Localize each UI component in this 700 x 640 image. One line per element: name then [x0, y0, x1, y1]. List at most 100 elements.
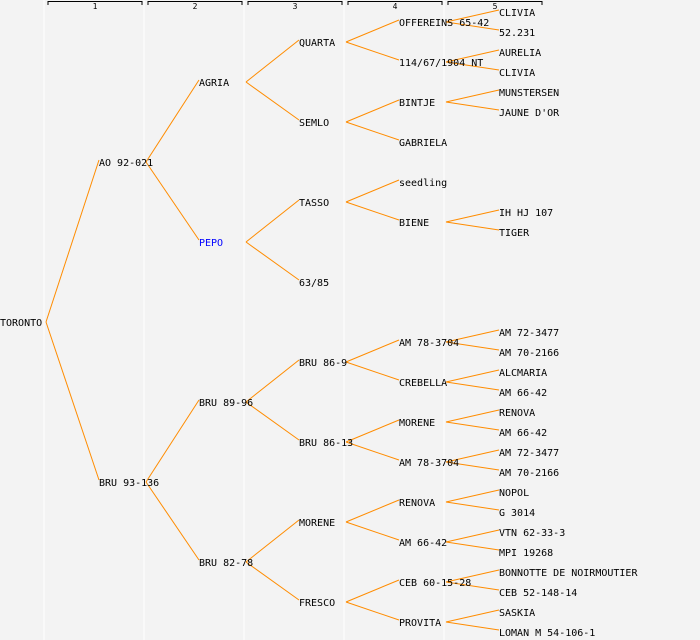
tree-edges	[45, 9, 500, 631]
tree-node-renova[interactable]: RENOVA	[499, 408, 535, 419]
tree-node-bru-86-9[interactable]: BRU 86-9	[299, 358, 347, 369]
tree-edge	[245, 561, 300, 601]
tree-edge	[445, 101, 500, 111]
tree-edge	[445, 409, 500, 423]
tree-node-am-70-2166[interactable]: AM 70-2166	[499, 468, 559, 479]
tree-node-semlo[interactable]: SEMLO	[299, 118, 329, 129]
tree-edge	[445, 381, 500, 391]
tree-edge	[445, 529, 500, 543]
tree-edge	[445, 569, 500, 583]
tree-node-renova[interactable]: RENOVA	[399, 498, 435, 509]
tree-node-quarta[interactable]: QUARTA	[299, 38, 335, 49]
tree-edge	[345, 99, 400, 123]
tree-edge	[445, 621, 500, 631]
tree-node-am-72-3477[interactable]: AM 72-3477	[499, 448, 559, 459]
column-bracket	[347, 1, 443, 5]
tree-edge	[445, 89, 500, 103]
tree-edge	[45, 321, 100, 481]
tree-node-morene[interactable]: MORENE	[299, 518, 335, 529]
tree-node-g-3014[interactable]: G 3014	[499, 508, 535, 519]
tree-node-clivia[interactable]: CLIVIA	[499, 68, 535, 79]
tree-node-toronto[interactable]: TORONTO	[0, 318, 42, 329]
tree-node-nopol[interactable]: NOPOL	[499, 488, 529, 499]
tree-edge	[445, 541, 500, 551]
tree-node-pepo[interactable]: PEPO	[199, 238, 223, 249]
tree-node-am-70-2166[interactable]: AM 70-2166	[499, 348, 559, 359]
tree-edge	[245, 81, 300, 121]
tree-node-agria[interactable]: AGRIA	[199, 78, 229, 89]
tree-node-ao-92-021[interactable]: AO 92-021	[99, 158, 153, 169]
tree-node-am-66-42[interactable]: AM 66-42	[499, 428, 547, 439]
tree-edge	[345, 521, 400, 541]
tree-node-tiger[interactable]: TIGER	[499, 228, 530, 239]
tree-edge	[345, 441, 400, 461]
tree-edge	[445, 489, 500, 503]
tree-node-alcmaria[interactable]: ALCMARIA	[499, 368, 547, 379]
tree-node-bonnotte-de-noirmoutier[interactable]: BONNOTTE DE NOIRMOUTIER	[499, 568, 638, 579]
tree-edge	[245, 519, 300, 563]
column-bracket	[147, 1, 243, 5]
tree-edge	[345, 579, 400, 603]
tree-edge	[445, 341, 500, 351]
tree-edge	[45, 159, 100, 323]
tree-node-am-78-3704[interactable]: AM 78-3704	[399, 458, 459, 469]
tree-node-provita[interactable]: PROVITA	[399, 618, 441, 629]
tree-node-fresco[interactable]: FRESCO	[299, 598, 335, 609]
tree-node-seedling[interactable]: seedling	[399, 178, 447, 189]
tree-node-offereins-65-42[interactable]: OFFEREINS 65-42	[399, 18, 489, 29]
tree-node-bru-86-13[interactable]: BRU 86-13	[299, 438, 353, 449]
tree-edge	[145, 481, 200, 561]
tree-edge	[445, 49, 500, 63]
tree-node-aurelia[interactable]: AURELIA	[499, 48, 541, 59]
tree-node-gabriela[interactable]: GABRIELA	[399, 138, 447, 149]
tree-node-am-66-42[interactable]: AM 66-42	[399, 538, 447, 549]
tree-edge	[445, 21, 500, 31]
tree-node-am-78-3704[interactable]: AM 78-3704	[399, 338, 459, 349]
tree-edge	[345, 179, 400, 203]
tree-node-loman-m-54-106-1[interactable]: LOMAN M 54-106-1	[499, 628, 595, 639]
tree-edge	[345, 41, 400, 61]
tree-node-mpi-19268[interactable]: MPI 19268	[499, 548, 553, 559]
tree-edge	[445, 9, 500, 23]
tree-node-tasso[interactable]: TASSO	[299, 198, 329, 209]
tree-node-vtn-62-33-3[interactable]: VTN 62-33-3	[499, 528, 565, 539]
tree-node-clivia[interactable]: CLIVIA	[499, 8, 535, 19]
column-dividers	[43, 0, 445, 640]
tree-node-bru-89-96[interactable]: BRU 89-96	[199, 398, 253, 409]
tree-node-ceb-52-148-14[interactable]: CEB 52-148-14	[499, 588, 577, 599]
tree-edge	[345, 19, 400, 43]
tree-node-saskia[interactable]: SASKIA	[499, 608, 535, 619]
tree-edge	[145, 79, 200, 163]
column-header-1: 1	[93, 2, 98, 11]
tree-node-52-231[interactable]: 52.231	[499, 28, 535, 39]
tree-node-jaune-d-or[interactable]: JAUNE D'OR	[499, 108, 560, 119]
tree-node-munstersen[interactable]: MUNSTERSEN	[499, 88, 559, 99]
tree-node-bintje[interactable]: BINTJE	[399, 98, 435, 109]
tree-edge	[445, 369, 500, 383]
tree-node-bru-93-136[interactable]: BRU 93-136	[99, 478, 159, 489]
tree-edge	[345, 601, 400, 621]
column-header-4: 4	[393, 2, 398, 11]
tree-edge	[445, 581, 500, 591]
tree-node-biene[interactable]: BIENE	[399, 218, 429, 229]
column-header-2: 2	[193, 2, 198, 11]
tree-edge	[445, 609, 500, 623]
tree-node-morene[interactable]: MORENE	[399, 418, 435, 429]
tree-node-ih-hj-107[interactable]: IH HJ 107	[499, 208, 553, 219]
tree-node-ceb-60-15-28[interactable]: CEB 60-15-28	[399, 578, 471, 589]
tree-node-63-85[interactable]: 63/85	[299, 278, 329, 289]
tree-node-crebella[interactable]: CREBELLA	[399, 378, 447, 389]
tree-edge	[245, 241, 300, 281]
tree-edge	[345, 419, 400, 443]
tree-edge	[445, 61, 500, 71]
tree-edge	[345, 361, 400, 381]
tree-node-am-66-42[interactable]: AM 66-42	[499, 388, 547, 399]
tree-edge	[445, 209, 500, 223]
tree-node-am-72-3477[interactable]: AM 72-3477	[499, 328, 559, 339]
column-bracket	[247, 1, 343, 5]
tree-edge	[445, 221, 500, 231]
tree-node-114-67-1904-nt[interactable]: 114/67/1904 NT	[399, 58, 483, 69]
tree-node-bru-82-78[interactable]: BRU 82-78	[199, 558, 253, 569]
tree-edge	[445, 421, 500, 431]
